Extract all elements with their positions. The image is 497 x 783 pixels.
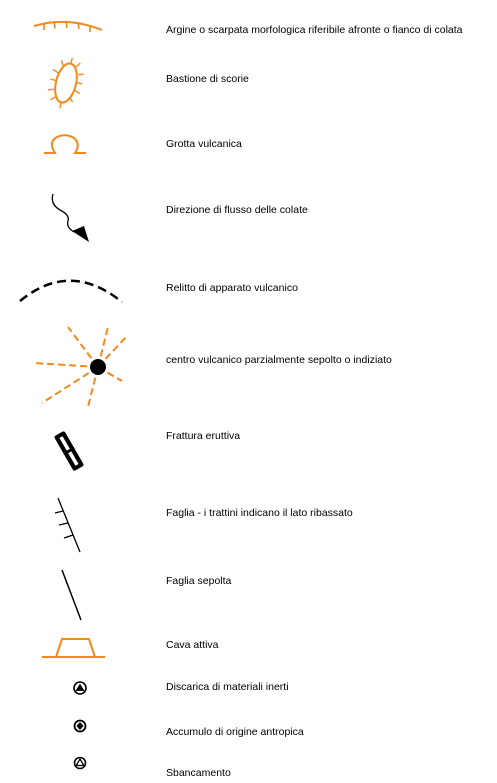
flow-direction-arrow-icon <box>51 193 89 242</box>
legend-label-buried-fault: Faglia sepolta <box>166 575 232 587</box>
legend-row-buried-fault: Faglia sepolta <box>0 560 497 625</box>
volcanic-cave-icon <box>44 134 86 154</box>
legend-label-scoria-rampart: Bastione di scorie <box>166 73 249 85</box>
scarp-edge-icon <box>33 20 103 32</box>
legend-label-volcanic-cave: Grotta vulcanica <box>166 138 242 150</box>
legend-row-flow-direction: Direzione di flusso delle colate <box>0 160 497 255</box>
legend-row-scoria-rampart: Bastione di scorie <box>0 50 497 120</box>
legend-label-landfill: Discarica di materiali inerti <box>166 681 289 693</box>
buried-fault-icon <box>61 569 82 621</box>
legend-label-excavation: Sbancamento <box>166 767 231 779</box>
legend-row-active-quarry: Cava attiva <box>0 625 497 665</box>
legend-label-active-quarry: Cava attiva <box>166 639 219 651</box>
buried-volcanic-center-icon <box>33 326 129 408</box>
legend-row-fault: Faglia - i trattini indicano il lato rib… <box>0 490 497 560</box>
fault-ticks-icon <box>54 497 81 553</box>
legend-row-volcanic-cave: Grotta vulcanica <box>0 120 497 160</box>
legend-row-eruptive-fissure: Frattura eruttiva <box>0 410 497 490</box>
legend-row-anthropic-accumulation: Accumulo di origine antropica <box>0 705 497 745</box>
landfill-triangle-icon <box>73 681 87 695</box>
legend-row-relict-edifice: Relitto di apparato vulcanico <box>0 255 497 315</box>
active-quarry-icon <box>42 638 105 658</box>
excavation-triangle-icon <box>73 756 87 770</box>
eruptive-fissure-icon <box>54 431 84 471</box>
legend-label-eruptive-fissure: Frattura eruttiva <box>166 430 241 442</box>
anthropic-accumulation-icon <box>73 719 87 733</box>
legend-row-excavation: Sbancamento <box>0 745 497 783</box>
scoria-rampart-icon <box>47 57 84 109</box>
legend-label-buried-center: centro vulcanico parzialmente sepolto o … <box>166 354 392 366</box>
legend-row-buried-center: centro vulcanico parzialmente sepolto o … <box>0 315 497 410</box>
legend-label-anthropic-accumulation: Accumulo di origine antropica <box>166 726 304 738</box>
legend-label-flow-direction: Direzione di flusso delle colate <box>166 204 308 216</box>
legend-label-relict-edifice: Relitto di apparato vulcanico <box>166 282 298 294</box>
legend-label-fault: Faglia - i trattini indicano il lato rib… <box>166 507 353 519</box>
legend-label-scarp: Argine o scarpata morfologica riferibile… <box>166 24 463 36</box>
legend-row-landfill: Discarica di materiali inerti <box>0 665 497 705</box>
legend-row-scarp: Argine o scarpata morfologica riferibile… <box>0 0 497 50</box>
relict-edifice-dashed-arc-icon <box>19 279 123 303</box>
